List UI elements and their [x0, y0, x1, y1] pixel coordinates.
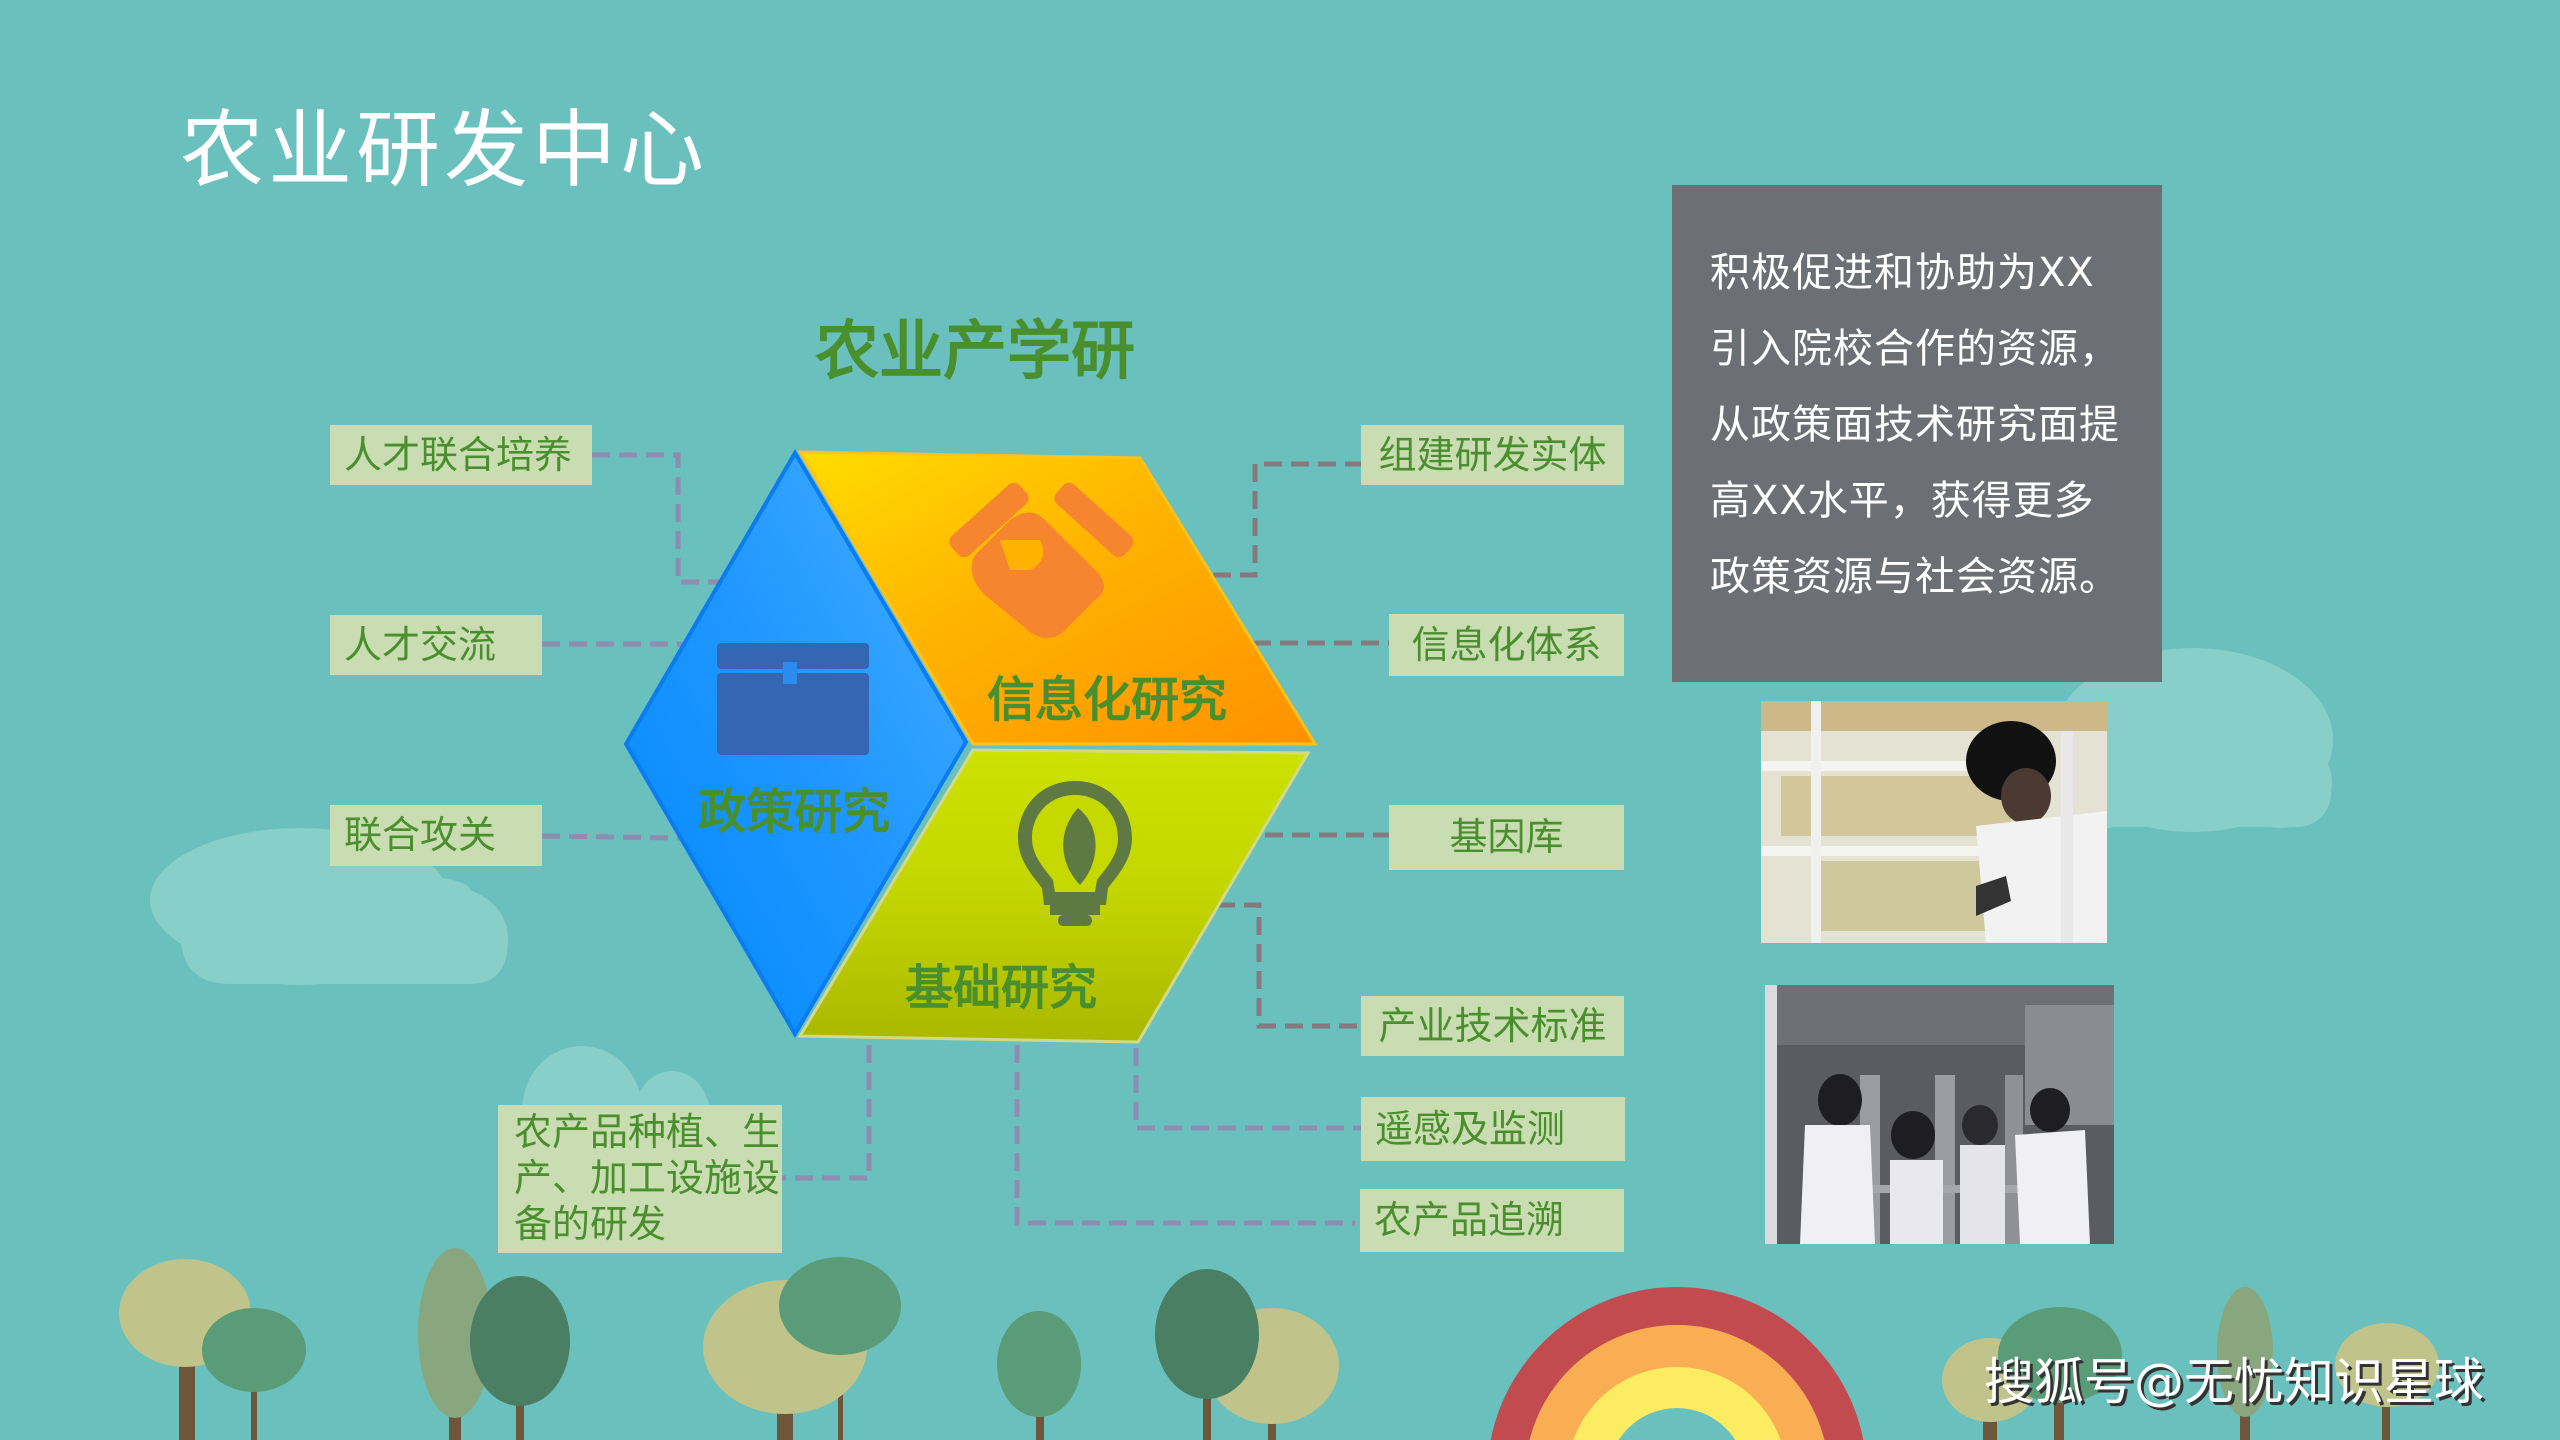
label-traceability: 农产品追溯 — [1360, 1189, 1624, 1252]
photo-lab-equipment — [1765, 985, 2114, 1244]
panel-label-informatization: 信息化研究 — [987, 672, 1228, 728]
connector-remote-sensing — [1133, 1048, 1361, 1131]
label-joint-research: 联合攻关 — [330, 805, 542, 866]
label-talent-training: 人才联合培养 — [330, 425, 592, 485]
watermark: 搜狐号@无忧知识星球 — [1984, 1353, 2484, 1411]
label-rd-entity: 组建研发实体 — [1361, 425, 1624, 485]
info-line: 政策资源与社会资源。 — [1710, 554, 2120, 600]
connector-industry-standard — [1217, 902, 1361, 1029]
rainbow — [1490, 1287, 1864, 1440]
info-line: 从政策面技术研究面提 — [1710, 402, 2120, 448]
connector-joint-research — [541, 833, 681, 841]
lightbulb-leaf-icon — [1018, 781, 1132, 926]
connector-traceability — [1014, 1045, 1355, 1226]
label-equipment-rd: 农产品种植、生产、加工设施设备的研发 — [498, 1105, 782, 1253]
photo-lab-plants — [1761, 701, 2107, 943]
page-title: 农业研发中心 — [180, 101, 709, 199]
label-info-system: 信息化体系 — [1389, 614, 1624, 676]
label-gene-bank: 基因库 — [1389, 805, 1624, 870]
cloud-right — [2030, 648, 2333, 832]
connector-equipment-rd — [782, 1045, 872, 1181]
diagram-subtitle: 农业产学研 — [815, 315, 1135, 389]
handshake-icon — [949, 482, 1134, 639]
info-box: 积极促进和协助为XX 引入院校合作的资源， 从政策面技术研究面提 高XX水平，获… — [1672, 185, 2162, 682]
info-line: 积极促进和协助为XX — [1710, 250, 2095, 296]
info-line: 高XX水平，获得更多 — [1710, 478, 2095, 524]
trees — [119, 1248, 2439, 1440]
label-talent-exchange: 人才交流 — [330, 615, 542, 675]
label-industry-standard: 产业技术标准 — [1361, 996, 1624, 1056]
panel-label-policy: 政策研究 — [698, 784, 891, 840]
label-remote-sensing: 遥感及监测 — [1361, 1097, 1625, 1161]
connector-talent-training — [592, 452, 720, 585]
connector-rd-entity — [1213, 461, 1361, 578]
panel-label-basic: 基础研究 — [905, 960, 1098, 1016]
info-line: 引入院校合作的资源， — [1710, 326, 2120, 372]
briefcase-icon — [717, 643, 869, 755]
connectors — [541, 452, 1389, 1226]
